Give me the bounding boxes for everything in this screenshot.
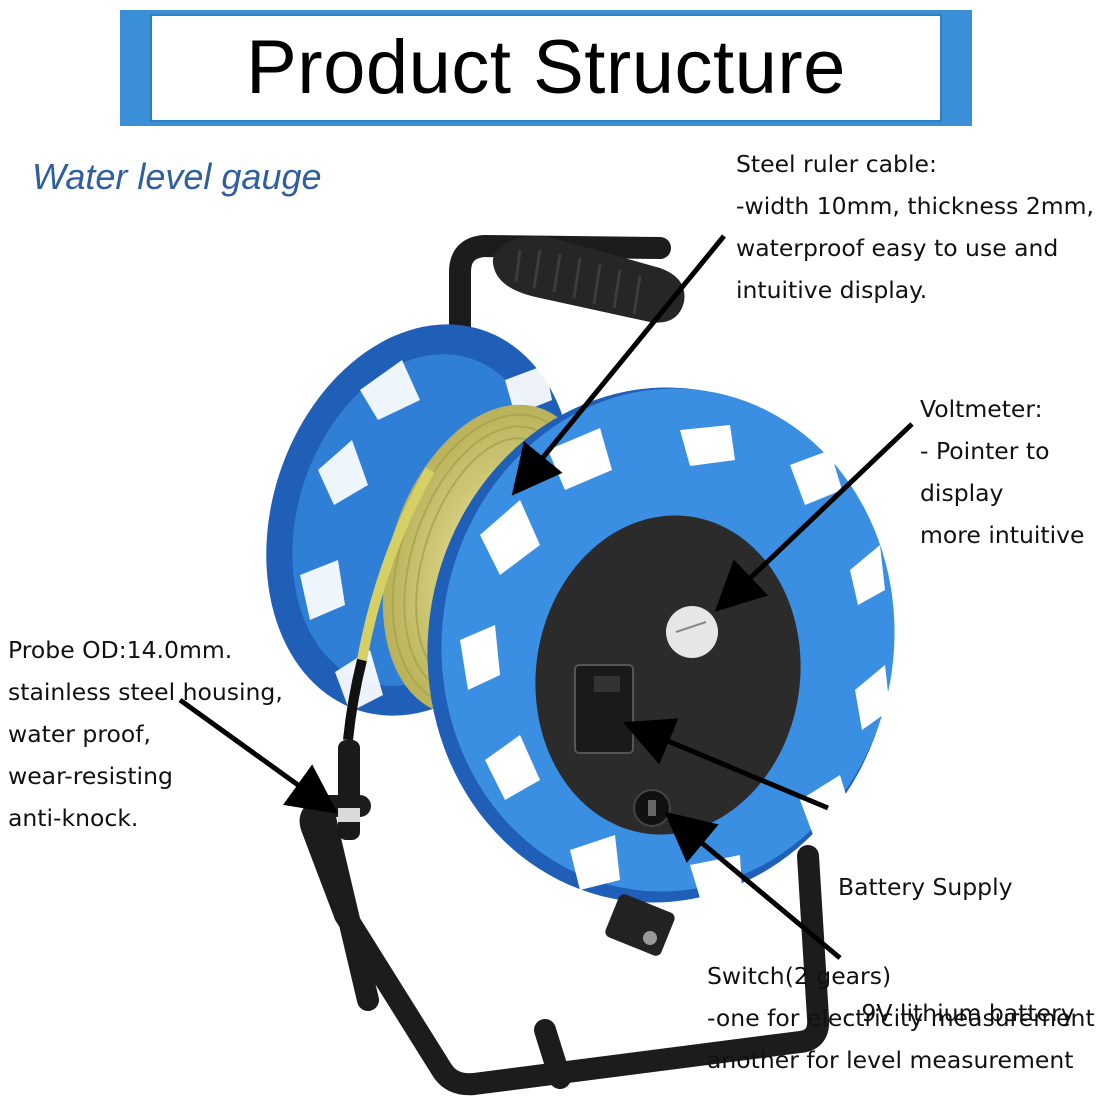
callout-line: anti-knock. bbox=[8, 804, 139, 832]
front-reel-disc bbox=[427, 387, 895, 903]
callout-line: more intuitive bbox=[920, 521, 1085, 549]
callout-line: Probe OD:14.0mm. bbox=[8, 636, 233, 664]
foot-clamp bbox=[605, 894, 675, 956]
arrow-switch bbox=[664, 811, 842, 960]
callout-line: Steel ruler cable: bbox=[736, 150, 937, 178]
callout-line: Switch(2 gears) bbox=[707, 962, 892, 990]
stand-frame bbox=[299, 235, 830, 1096]
callout-line: -one for electricity measurement bbox=[707, 1004, 1095, 1032]
callout-battery: Battery Supply - 9V lithium battery bbox=[838, 782, 1075, 1076]
arrow-battery bbox=[622, 718, 829, 811]
callout-line: -width 10mm, thickness 2mm, bbox=[736, 192, 1095, 220]
callout-line: Voltmeter: bbox=[920, 395, 1043, 423]
callout-line: Battery Supply bbox=[838, 873, 1013, 901]
callout-line: waterproof easy to use and bbox=[736, 234, 1059, 262]
page-title: Product Structure bbox=[246, 25, 846, 110]
callout-line: wear-resisting bbox=[8, 762, 173, 790]
callout-line: water proof, bbox=[8, 720, 151, 748]
callout-arrows bbox=[178, 234, 914, 960]
product-subtitle: Water level gauge bbox=[32, 156, 322, 197]
callout-line: - 9V lithium battery bbox=[838, 999, 1075, 1027]
arrow-probe bbox=[178, 697, 339, 814]
probe bbox=[338, 658, 367, 840]
arrow-steel-ruler bbox=[511, 234, 726, 496]
callout-line: display bbox=[920, 479, 1004, 507]
callout-line: stainless steel housing, bbox=[8, 678, 283, 706]
header-banner: Product Structure bbox=[120, 10, 972, 126]
callout-line: - Pointer to bbox=[920, 437, 1050, 465]
callout-voltmeter: Voltmeter: - Pointer to display more int… bbox=[920, 388, 1085, 556]
arrow-voltmeter bbox=[714, 422, 914, 612]
carry-handle bbox=[492, 236, 685, 323]
callout-steel-ruler: Steel ruler cable: -width 10mm, thicknes… bbox=[736, 143, 1094, 311]
voltmeter-dial bbox=[666, 606, 718, 658]
callout-line: another for level measurement bbox=[707, 1046, 1074, 1074]
callout-line: intuitive display. bbox=[736, 276, 928, 304]
callout-switch: Switch(2 gears) -one for electricity mea… bbox=[707, 955, 1095, 1081]
callout-probe: Probe OD:14.0mm. stainless steel housing… bbox=[8, 629, 283, 839]
header-banner-inner: Product Structure bbox=[150, 14, 942, 122]
